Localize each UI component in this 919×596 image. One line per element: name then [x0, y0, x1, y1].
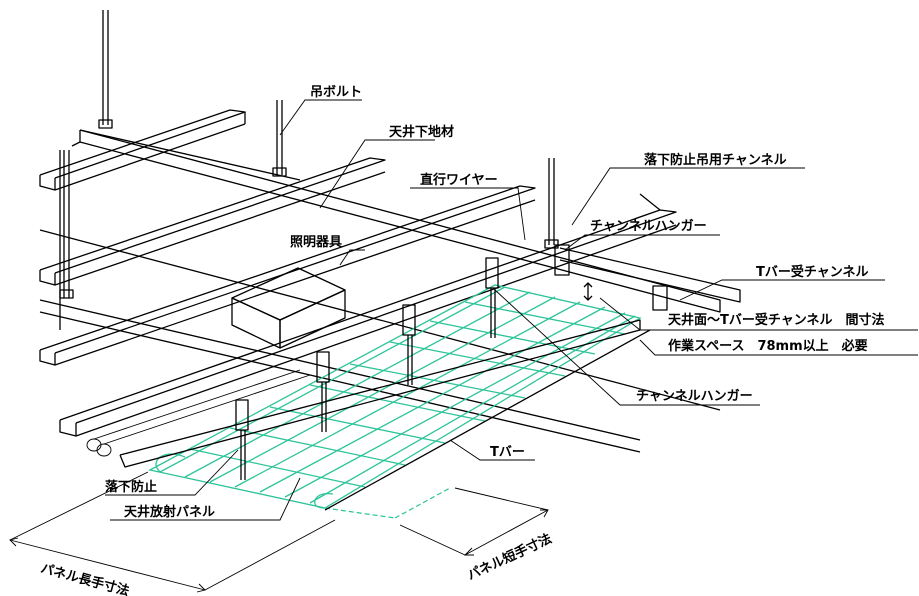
upper-channels [39, 109, 677, 437]
pipes [86, 369, 311, 457]
label-tbar-channel: Tバー受チャンネル [756, 264, 868, 280]
label-channel-hanger-bottom: チャンネルハンガー [636, 389, 753, 404]
label-drop-prevention-channel: 落下防止吊用チャンネル [644, 152, 787, 168]
label-clearance-line2: 作業スペース 78mm以上 必要 [668, 338, 868, 354]
label-cross-wire: 直行ワイヤー [420, 172, 498, 188]
label-drop-prevention: 落下防止 [105, 479, 157, 495]
label-panel-long: パネル長手寸法 [39, 560, 131, 596]
leader-lines [105, 99, 918, 521]
dimension-lines [9, 471, 549, 593]
label-clearance-line1: 天井面～Tバー受チャンネル 間寸法 [668, 312, 884, 328]
label-radiant-panel: 天井放射パネル [124, 504, 215, 520]
tbar-channel [559, 247, 741, 311]
label-tbar: Tバー [490, 445, 525, 460]
label-channel-hanger-top: チャンネルハンガー [590, 219, 707, 234]
lighting-fixture [231, 267, 346, 349]
radiant-panel [148, 284, 642, 519]
channel-hangers [235, 244, 570, 480]
label-lighting-fixture: 照明器具 [290, 235, 342, 250]
tbar [119, 319, 651, 511]
label-ceiling-frame: 天井下地材 [389, 124, 454, 140]
ceiling-frame-runners [39, 129, 721, 453]
label-panel-short: パネル短手寸法 [465, 531, 554, 584]
label-hanging-bolt: 吊ボルト [310, 84, 362, 100]
